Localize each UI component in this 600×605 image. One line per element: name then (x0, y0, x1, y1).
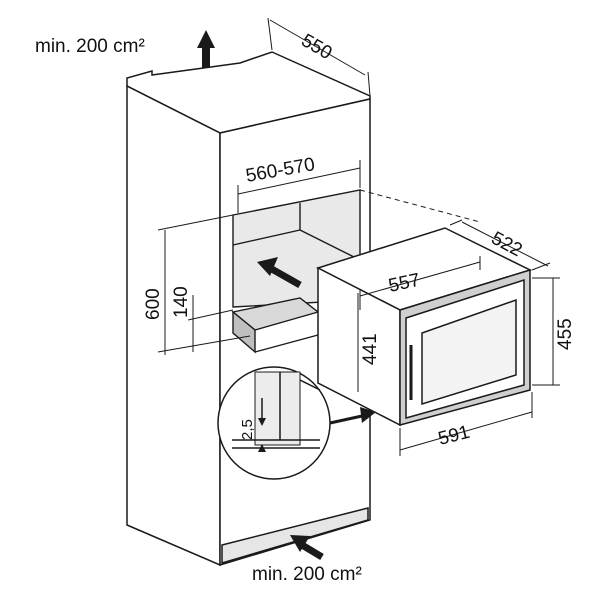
detail-callout (217, 366, 376, 480)
dim-522-line (461, 221, 549, 267)
projection-line-top (359, 189, 481, 223)
cabinet-left-side (126, 84, 221, 567)
vent-label-bottom: min. 200 cm² (252, 564, 362, 585)
dim-591-line (399, 411, 533, 451)
rail-underside (254, 334, 319, 353)
appliance-glass (421, 298, 517, 406)
dim-label-600: 600 (143, 288, 164, 320)
dim-label-140: 140 (171, 286, 192, 318)
vent-arrow-top (197, 30, 215, 68)
dimension-lines (157, 17, 560, 456)
dim-550-line (269, 19, 366, 76)
insert-arrow (257, 257, 302, 289)
niche-floor-edge (299, 229, 361, 261)
appliance (316, 227, 533, 427)
dim-label-gap: 2,5 (239, 419, 256, 440)
dim-label-550: 550 (298, 30, 336, 64)
dim-label-455: 455 (555, 318, 576, 350)
vent-label-top: min. 200 cm² (35, 36, 145, 57)
vent-arrow-bottom (290, 535, 324, 561)
dim-557-line (359, 261, 481, 297)
dim-label-591: 591 (436, 422, 472, 450)
dim-560-570-line (237, 167, 361, 195)
dim-label-441: 441 (360, 333, 381, 365)
